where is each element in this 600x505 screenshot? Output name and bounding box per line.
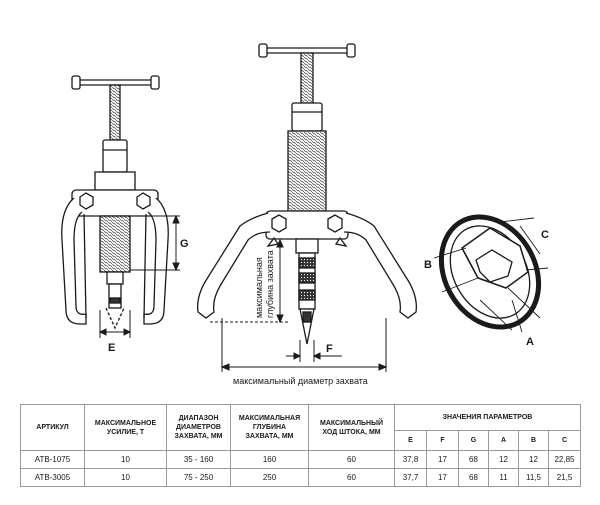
cell-b: 11,5	[518, 468, 549, 487]
cell-a: 11	[488, 468, 519, 487]
jaw-detail-view	[438, 214, 542, 330]
dimension-f	[286, 340, 342, 362]
cell-a: 12	[488, 450, 519, 469]
header-param-e: E	[394, 430, 427, 451]
label-e: E	[108, 342, 115, 354]
header-param-a: A	[488, 430, 519, 451]
cell-force: 10	[84, 450, 167, 469]
cell-stroke: 60	[308, 468, 395, 487]
max-depth-label-line1: максимальная	[254, 257, 264, 318]
cell-g: 68	[458, 468, 489, 487]
label-b: B	[424, 259, 432, 271]
center-puller-view	[197, 43, 417, 345]
label-f: F	[326, 343, 333, 355]
cell-f: 17	[426, 468, 459, 487]
detail-dimensions	[433, 217, 549, 333]
label-g: G	[180, 238, 189, 250]
cell-range: 35 - 160	[166, 450, 231, 469]
label-a: A	[526, 336, 534, 348]
left-puller-view	[61, 75, 169, 330]
cell-c: 21,5	[547, 468, 582, 487]
dimension-e	[98, 310, 132, 338]
cell-f: 17	[426, 450, 459, 469]
cell-depth: 250	[230, 468, 309, 487]
header-param-g: G	[458, 430, 489, 451]
cell-range: 75 - 250	[166, 468, 231, 487]
cell-e: 37,7	[394, 468, 427, 487]
cell-b: 12	[518, 450, 549, 469]
cell-force: 10	[84, 468, 167, 487]
cell-stroke: 60	[308, 450, 395, 469]
header-article: АРТИКУЛ	[20, 404, 85, 451]
header-params: ЗНАЧЕНИЯ ПАРАМЕТРОВ	[393, 404, 582, 431]
dimension-max-diameter	[220, 318, 388, 372]
max-depth-label-line2: глубина захвата	[265, 250, 275, 318]
table-row: ATB-3005 10 75 - 250 250 60 37,7 17 68 1…	[20, 468, 582, 487]
cell-article: ATB-1075	[20, 450, 85, 469]
header-param-b: B	[518, 430, 549, 451]
label-c: C	[541, 229, 549, 241]
header-param-c: C	[547, 430, 582, 451]
max-depth-label: максимальная глубина захвата	[254, 250, 275, 318]
header-param-f: F	[426, 430, 459, 451]
dimension-max-depth	[210, 238, 290, 324]
max-diameter-label: максимальный диаметр захвата	[233, 376, 368, 386]
cell-article: ATB-3005	[20, 468, 85, 487]
cell-depth: 160	[230, 450, 309, 469]
cell-e: 37,8	[394, 450, 427, 469]
puller-drawing: G E	[61, 43, 549, 386]
table-row: ATB-1075 10 35 - 160 160 60 37,8 17 68 1…	[20, 450, 582, 469]
cell-c: 22,85	[547, 450, 582, 469]
dimension-g	[130, 214, 180, 272]
cell-g: 68	[458, 450, 489, 469]
